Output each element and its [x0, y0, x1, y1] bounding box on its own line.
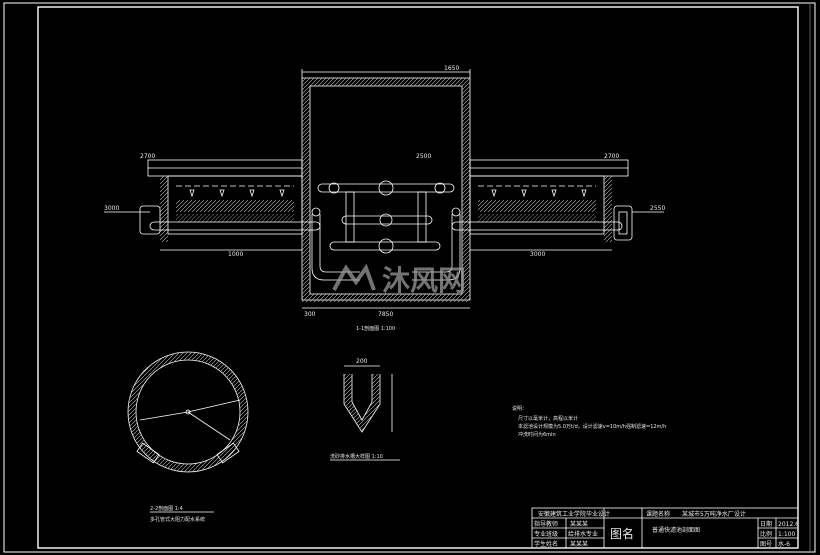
tb-school: 安徽建筑工业学院毕业设计	[538, 510, 610, 518]
dim-label-right-bottom: 3000	[530, 251, 545, 258]
drawing-outer-frame	[3, 2, 816, 553]
notes-line-2: 本滤池设计规模为5.0万t/d，设计滤速v=10m/h强制滤速=12m/h	[518, 423, 666, 430]
trough-top-dim-label: 200	[356, 358, 368, 365]
valve-right-wall	[451, 207, 461, 217]
trough-wall-hatch	[344, 374, 380, 432]
tb-drawing-title: 普通快滤池剖面图	[652, 526, 700, 534]
dim-label-wall-thickness: 300	[304, 311, 316, 318]
left-wash-trough-3	[249, 189, 255, 198]
tb-meta-label-number: 图号	[760, 541, 772, 548]
section-view	[104, 69, 664, 309]
title-block-text: 安徽建筑工业学院毕业设计 课题名称 某城市5万吨净水厂设计 指导教师 专业班级 …	[534, 510, 799, 548]
left-underdrain-pipe	[149, 221, 321, 231]
dim-label-left-elev: 3000	[104, 205, 119, 212]
valve-top-center	[378, 180, 394, 196]
valve-left-wall	[311, 207, 321, 217]
left-outer-wall-hatch	[160, 176, 168, 242]
dim-label-right-elev: 2550	[650, 205, 665, 212]
valve-top-left	[328, 182, 340, 194]
circle-radius-1	[187, 399, 241, 413]
tb-row-label-3: 学生姓名	[534, 540, 558, 548]
title-block	[531, 507, 799, 549]
section-view-caption: 1-1剖面图 1:100	[356, 325, 395, 332]
tb-row-value-3: 某某某	[570, 541, 588, 548]
gallery-vertical-pipe-left	[345, 191, 355, 243]
gallery-floor-hatch	[302, 294, 470, 302]
trough-caption: 洗砂排水槽大样图 1:10	[330, 453, 383, 460]
right-outer-wall-hatch	[604, 176, 612, 242]
right-wash-trough-2	[521, 189, 527, 198]
gallery-pipe-right-bend	[412, 214, 461, 281]
gallery-pipe-left-bend	[311, 214, 360, 281]
gallery-pipe-left-bend-inner	[319, 214, 360, 273]
trough-view	[330, 365, 400, 461]
orifice-right	[216, 442, 240, 464]
tb-meta-label-scale: 比例	[760, 530, 772, 538]
valve-middle-center	[379, 213, 393, 227]
dim-label-center-slab: 2500	[416, 153, 431, 160]
dim-label-gallery-width: 7850	[378, 311, 393, 318]
gallery-roof-hatch	[302, 78, 470, 86]
left-filter-gravel-layer	[176, 214, 294, 222]
gallery-pipe-upper	[317, 183, 455, 193]
tb-meta-value-number: 水-6	[778, 540, 790, 548]
valve-lower-center	[378, 238, 394, 254]
left-wash-trough-2	[219, 189, 225, 198]
circle-radius-3	[187, 411, 231, 441]
tb-topic-value: 某城市5万吨净水厂设计	[682, 510, 746, 518]
watermark: 沐风网	[332, 263, 466, 297]
right-outlet-box	[613, 205, 633, 241]
orifice-left	[136, 442, 160, 464]
right-filter-gravel-layer	[478, 214, 596, 222]
tb-row-value-1: 某某某	[570, 521, 588, 528]
watermark-logo-icon	[332, 263, 376, 291]
dim-label-right-walkway: 2700	[604, 153, 619, 160]
circle-view-caption-1: 2-2剖面图 1:4	[150, 505, 183, 512]
gallery-pipe-middle	[341, 215, 433, 225]
gallery-pipe-right-bend-inner	[412, 214, 453, 273]
circle-radius-2	[139, 411, 189, 421]
dim-label-left-walkway: 2700	[140, 153, 155, 160]
gallery-wall-hatch-right	[462, 86, 470, 294]
right-wash-trough-4	[581, 189, 587, 198]
notes-heading: 说明：	[512, 405, 527, 412]
valve-top-right	[434, 182, 446, 194]
gallery-vertical-pipe-right	[417, 191, 427, 243]
tb-meta-value-scale: 1:100	[778, 531, 795, 538]
dim-label-top: 1650	[444, 65, 459, 72]
tb-row-value-2: 给排水专业	[568, 530, 598, 538]
circle-view	[127, 351, 249, 513]
gallery-inner-wall	[309, 85, 463, 295]
notes-line-3: 冲洗时间为6min	[518, 431, 556, 438]
right-underdrain-pipe	[451, 221, 623, 231]
left-wash-trough-4	[279, 189, 285, 198]
circle-center-mark	[185, 409, 191, 415]
tb-meta-label-date: 日期	[760, 520, 772, 528]
left-filter-sand-layer	[176, 200, 294, 212]
left-wash-trough-1	[189, 189, 195, 198]
right-filter-sand-layer	[478, 200, 596, 212]
gallery-wall-hatch-left	[302, 86, 310, 294]
circle-view-caption-2: 多孔管式大阻力配水系统	[150, 516, 205, 523]
tb-row-label-2: 专业班级	[534, 530, 558, 538]
right-wash-trough-1	[491, 189, 497, 198]
tb-row-label-1: 指导教师	[534, 520, 558, 528]
watermark-text: 沐风网	[382, 264, 466, 297]
gallery-pipe-lower	[329, 241, 441, 251]
notes-line-1: 尺寸以毫米计，高程以米计	[518, 415, 578, 422]
tb-topic-label: 课题名称	[646, 510, 670, 518]
dim-label-left-bottom: 1000	[228, 251, 243, 258]
drawing-inner-frame	[37, 6, 799, 549]
section-dimension-labels: 1650 2700 2500 3000 1000 2700 2550 3000 …	[104, 65, 665, 332]
tb-drawing-title-label: 图名	[610, 526, 634, 541]
tb-meta-value-date: 2012.6	[778, 521, 799, 528]
right-wash-trough-3	[551, 189, 557, 198]
right-outlet-box-inner	[618, 211, 628, 235]
left-inlet-pipe	[139, 205, 161, 235]
